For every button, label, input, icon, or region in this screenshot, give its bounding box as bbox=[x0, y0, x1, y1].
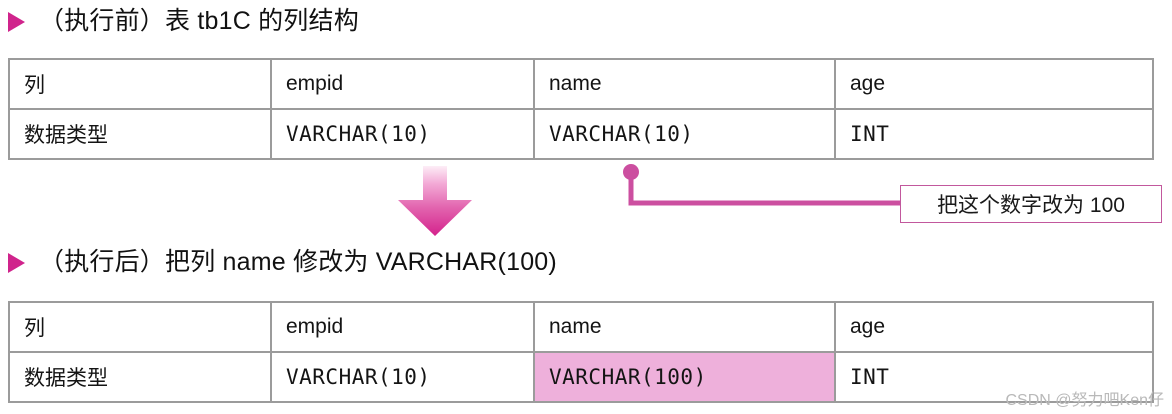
table-row: 列 empid name age bbox=[8, 58, 1154, 110]
cell-empid-name: empid bbox=[270, 301, 535, 353]
callout-leader-line bbox=[623, 164, 910, 206]
table-row: 数据类型 VARCHAR(10) VARCHAR(100) INT bbox=[8, 351, 1154, 403]
cell-name-type-highlighted: VARCHAR(100) bbox=[533, 351, 836, 403]
row-header-datatype: 数据类型 bbox=[8, 351, 272, 403]
cell-empid-name: empid bbox=[270, 58, 535, 110]
table-row: 列 empid name age bbox=[8, 301, 1154, 353]
triangle-right-icon bbox=[8, 11, 25, 32]
section-before-heading: （执行前）表 tb1C 的列结构 bbox=[8, 4, 359, 38]
anchor-dot-icon bbox=[623, 164, 639, 180]
table-row: 数据类型 VARCHAR(10) VARCHAR(10) INT bbox=[8, 108, 1154, 160]
cell-empid-type: VARCHAR(10) bbox=[270, 108, 535, 160]
section-after-heading: （执行后）把列 name 修改为 VARCHAR(100) bbox=[8, 245, 557, 279]
arrow-down-icon bbox=[398, 166, 472, 236]
row-header-column: 列 bbox=[8, 58, 272, 110]
row-header-datatype: 数据类型 bbox=[8, 108, 272, 160]
cell-name-name: name bbox=[533, 301, 836, 353]
page-title-after: （执行后）把列 name 修改为 VARCHAR(100) bbox=[39, 248, 557, 276]
cell-age-type: INT bbox=[834, 351, 1154, 403]
annotation-callout: 把这个数字改为 100 bbox=[900, 185, 1162, 223]
cell-name-type: VARCHAR(10) bbox=[533, 108, 836, 160]
cell-name-name: name bbox=[533, 58, 836, 110]
cell-age-name: age bbox=[834, 301, 1154, 353]
annotation-text: 把这个数字改为 100 bbox=[937, 194, 1125, 217]
cell-age-type: INT bbox=[834, 108, 1154, 160]
triangle-right-icon bbox=[8, 252, 25, 273]
cell-empid-type: VARCHAR(10) bbox=[270, 351, 535, 403]
cell-age-name: age bbox=[834, 58, 1154, 110]
column-structure-table-before: 列 empid name age 数据类型 VARCHAR(10) VARCHA… bbox=[8, 58, 1154, 160]
watermark: CSDN @努力吧Ken仔 bbox=[1005, 392, 1165, 409]
page-title-before: （执行前）表 tb1C 的列结构 bbox=[39, 7, 359, 35]
row-header-column: 列 bbox=[8, 301, 272, 353]
column-structure-table-after: 列 empid name age 数据类型 VARCHAR(10) VARCHA… bbox=[8, 301, 1154, 403]
